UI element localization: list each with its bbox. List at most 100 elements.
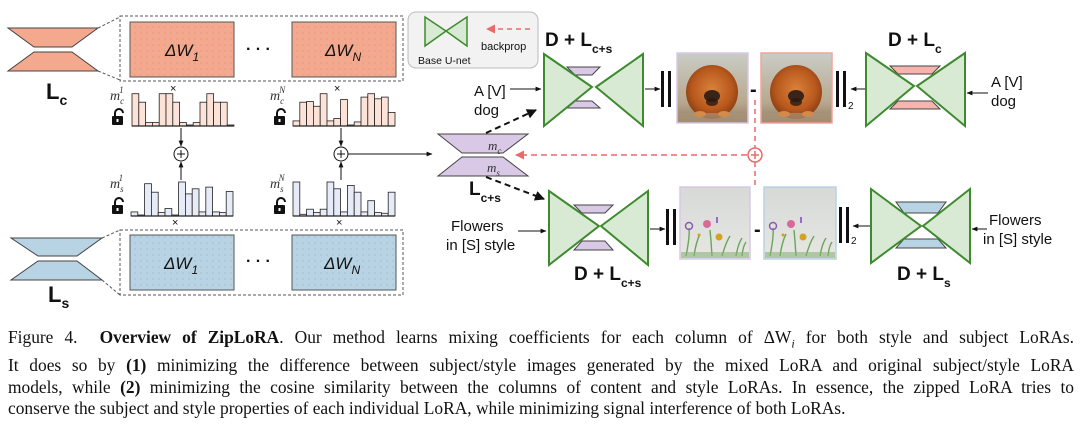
legend-backprop-label: backprop xyxy=(481,41,526,53)
minus-operator: - xyxy=(754,219,761,241)
bottom-left-model-label: D + Lc+s xyxy=(574,264,642,290)
loss-sum-operator xyxy=(747,147,763,163)
style-coeff-label-1: ms1 xyxy=(110,173,124,194)
caption-subscript: i xyxy=(791,336,795,351)
content-delta-w-n: ΔWN xyxy=(291,21,397,78)
caption-text: . Our method learns mixing coefficients … xyxy=(279,327,792,347)
coefficient-bar xyxy=(340,211,348,217)
figure-caption: Figure 4. Overview of ZipLoRA. Our metho… xyxy=(8,327,1074,420)
coefficient-bar xyxy=(292,181,301,217)
coefficient-bar xyxy=(144,183,152,217)
bottom-right-model-label: D + Ls xyxy=(897,264,951,290)
content-coeff-label-n: mcN xyxy=(270,85,286,106)
coefficient-bar xyxy=(367,200,375,217)
coefficient-bar xyxy=(292,120,301,127)
coefficient-bar xyxy=(213,101,221,127)
top-right-model-label: D + Lc xyxy=(888,30,942,56)
coefficient-bar xyxy=(198,211,207,217)
content-delta-w-1: ΔW1 xyxy=(129,21,235,78)
coefficient-bar xyxy=(172,101,181,127)
unlock-icon xyxy=(274,108,286,125)
style-coeff-histogram-1 xyxy=(130,181,234,217)
coefficient-bar xyxy=(319,208,328,217)
caption-text: for both style and subject LoRAs. xyxy=(794,327,1075,347)
coefficient-bar xyxy=(312,105,321,127)
figure-title: Overview of ZipLoRA xyxy=(99,327,280,347)
coefficient-bar xyxy=(326,120,335,127)
top-left-unet xyxy=(543,52,644,129)
merged-lora-icon xyxy=(436,133,530,177)
base-unet-icon xyxy=(424,15,468,48)
coefficient-bar xyxy=(306,101,314,127)
top-left-prompt: A [V]dog xyxy=(474,83,506,119)
bottom-left-unet xyxy=(548,189,649,268)
content-lora-dashed-frame xyxy=(119,15,404,82)
style-coeff-label-n: msN xyxy=(270,173,286,194)
norm-bars-open xyxy=(661,71,671,107)
coefficient-bar xyxy=(131,93,140,127)
unlock-icon xyxy=(112,197,124,214)
caption-line-3: models, while (2) minimizing the cosine … xyxy=(8,377,1074,399)
caption-step-1: (1) xyxy=(126,355,147,376)
coefficient-bar xyxy=(333,118,341,127)
coefficient-bar xyxy=(130,211,139,217)
norm-bars-close xyxy=(839,207,849,243)
coefficient-bar xyxy=(374,98,382,127)
style-lora-dashed-frame xyxy=(119,229,404,296)
times-symbol: × xyxy=(334,83,340,95)
caption-text: models, while xyxy=(8,376,121,397)
style-ellipsis: · · · xyxy=(246,253,271,270)
coefficient-bar xyxy=(219,101,228,127)
merged-mc-label: mc xyxy=(488,138,501,156)
caption-text: It does so by xyxy=(8,355,127,376)
style-delta-w-n: ΔWN xyxy=(291,234,397,291)
style-delta-w-1: ΔW1 xyxy=(129,234,235,291)
norm-subscript: 2 xyxy=(851,236,857,247)
coefficient-bar xyxy=(138,101,147,127)
merged-ms-label: ms xyxy=(487,160,500,178)
coefficient-bar xyxy=(184,193,193,217)
coefficient-bar xyxy=(387,112,396,127)
norm-bars-open xyxy=(666,209,676,245)
svg-text:ΔW1: ΔW1 xyxy=(163,254,198,277)
caption-step-2: (2) xyxy=(120,376,141,397)
coefficient-bar xyxy=(212,211,220,217)
content-coeff-histogram-1 xyxy=(131,93,235,127)
coefficient-bar xyxy=(380,96,389,127)
norm-bars-close xyxy=(836,71,846,107)
style-lora-label: Ls xyxy=(48,282,69,311)
coefficient-bar xyxy=(191,188,200,217)
content-coeff-label-1: mc1 xyxy=(110,85,124,106)
minus-operator: - xyxy=(750,79,757,101)
top-left-model-label: D + Lc+s xyxy=(545,30,613,56)
coefficient-bar xyxy=(158,93,167,127)
times-symbol: × xyxy=(170,83,176,95)
legend-unet-label: Base U-net xyxy=(418,55,471,67)
coefficient-bar xyxy=(299,101,307,127)
bottom-right-unet xyxy=(870,186,971,266)
coefficient-bar xyxy=(360,211,369,217)
coefficient-bar xyxy=(333,188,341,217)
caption-line-2: It does so by (1) minimizing the differe… xyxy=(8,355,1074,377)
caption-line-4: conserve the subject and style propertie… xyxy=(8,398,846,419)
ziplora-diagram: Lc ΔW1 · · · ΔWN mc1 mcN × × Ls ΔW1 xyxy=(6,11,1052,311)
dashed-arrow-to-bottom-model xyxy=(485,176,545,201)
sum-operator-1 xyxy=(173,146,189,162)
top-right-prompt: A [V]dog xyxy=(991,74,1023,110)
coefficient-bar xyxy=(206,93,215,127)
caption-line-1: Figure 4. Overview of ZipLoRA. Our metho… xyxy=(8,327,1074,355)
legend-box: Base U-net backprop xyxy=(407,11,539,69)
generated-dog-image xyxy=(676,52,749,124)
unlock-icon xyxy=(112,108,124,125)
coefficient-bar xyxy=(319,93,328,127)
coefficient-bar xyxy=(387,191,396,217)
original-dog-image xyxy=(760,52,833,124)
coefficient-bar xyxy=(340,99,348,127)
svg-text:ΔWN: ΔWN xyxy=(324,41,361,64)
dashed-arrow-to-top-model xyxy=(485,109,537,134)
caption-text: minimizing the difference between subjec… xyxy=(146,355,1074,376)
figure-number: Figure 4. xyxy=(8,327,78,347)
style-coeff-histogram-n xyxy=(292,181,396,217)
original-flowers-image xyxy=(763,186,837,260)
